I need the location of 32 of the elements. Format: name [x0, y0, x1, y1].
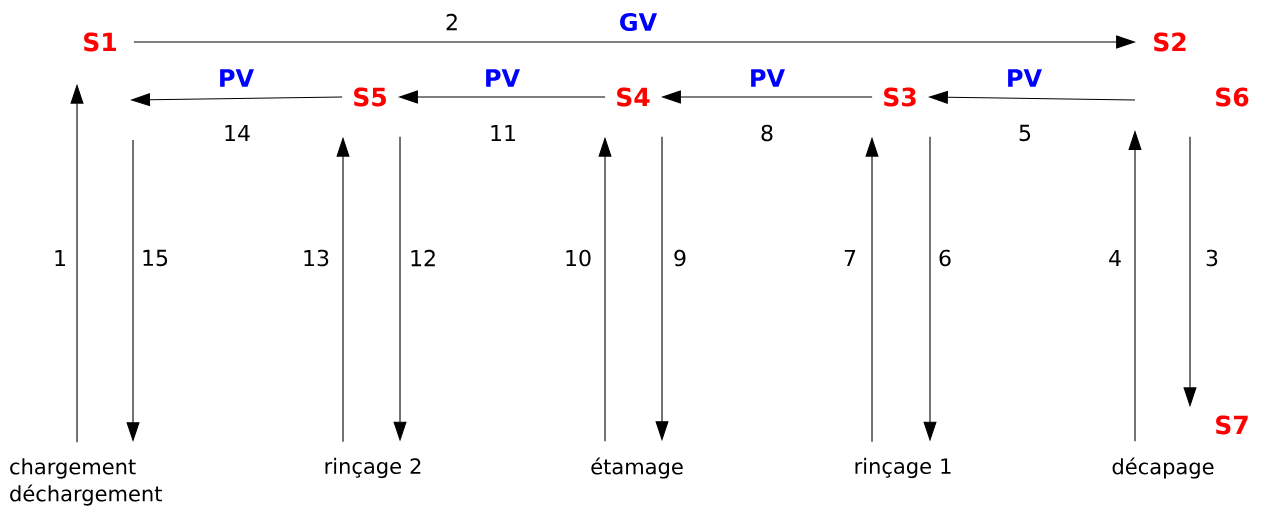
- state-label: S2: [1154, 32, 1186, 52]
- state-label: S3: [884, 87, 916, 107]
- station-label: rinçage 2: [325, 457, 421, 479]
- edge-label: 5: [1019, 124, 1031, 142]
- state-label: S1: [84, 32, 116, 52]
- edge-label: 13: [304, 249, 329, 267]
- edge-label: 14: [225, 124, 250, 141]
- station-label: décapage: [1112, 457, 1214, 479]
- state-label: S5: [354, 87, 386, 107]
- edge-label: 10: [566, 249, 591, 267]
- station-label: chargement déchargement: [10, 458, 162, 506]
- edge-label: 9: [674, 249, 686, 267]
- edge-label: 7: [844, 249, 856, 266]
- edge-label: 12: [411, 249, 435, 267]
- speed-label: PV: [486, 69, 520, 87]
- edge-label: 6: [939, 249, 951, 267]
- edge-label: 4: [1109, 249, 1121, 266]
- state-label: S6: [1216, 87, 1249, 107]
- edge-label: 8: [761, 124, 773, 142]
- speed-label: GV: [620, 12, 658, 32]
- station-label: étamage: [591, 457, 683, 479]
- state-label: S7: [1216, 415, 1248, 435]
- state-label: S4: [617, 87, 650, 107]
- edge-label: 11: [491, 124, 515, 141]
- edge-label: 1: [55, 249, 65, 266]
- station-label: rinçage 1: [855, 457, 951, 479]
- edge-label: 15: [143, 249, 168, 267]
- edge-label: 2: [446, 13, 457, 31]
- edge-label: 3: [1206, 249, 1218, 267]
- speed-label: PV: [751, 69, 785, 87]
- speed-label: PV: [220, 69, 254, 87]
- speed-label: PV: [1008, 69, 1042, 87]
